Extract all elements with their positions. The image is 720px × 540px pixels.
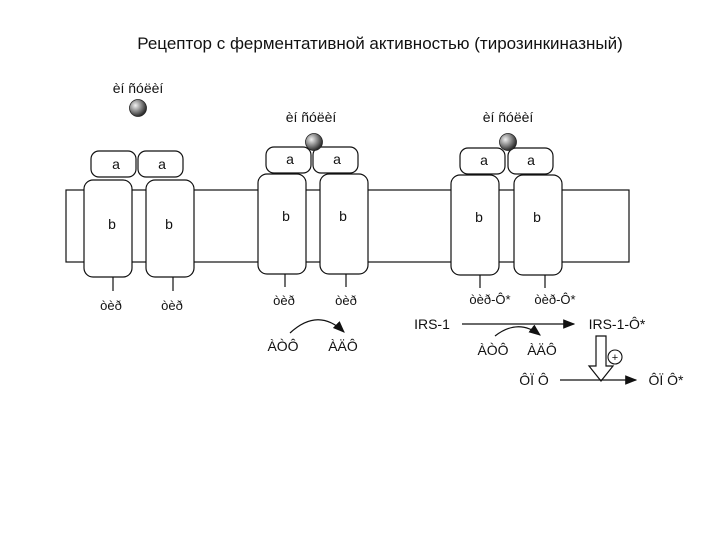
alpha-subunit xyxy=(265,146,312,174)
beta-subunit xyxy=(319,173,369,275)
tyrosine-tail-label: òèð xyxy=(100,298,122,313)
alpha-label: a xyxy=(527,152,535,168)
alpha-subunit xyxy=(137,150,184,178)
phospho-tyrosine-label: òèð-Ô* xyxy=(469,292,510,307)
insulin-ligand xyxy=(305,133,323,151)
tyrosine-tail-label: òèð xyxy=(273,293,295,308)
target-label: ÔÏ Ô xyxy=(519,372,549,388)
beta-label: b xyxy=(339,208,347,224)
atp-label: ÀÒÔ xyxy=(477,342,508,358)
page-title: Рецептор с ферментативной активностью (т… xyxy=(137,34,623,53)
plus-sign: + xyxy=(612,352,618,364)
atp-adp-arrow xyxy=(494,324,541,337)
adp-label: ÀÄÔ xyxy=(328,338,358,354)
positive-regulation-icon xyxy=(607,349,623,365)
tyrosine-tail-label: òèð xyxy=(335,293,357,308)
insulin-ligand xyxy=(129,99,147,117)
atp-label: ÀÒÔ xyxy=(267,338,298,354)
beta-subunit xyxy=(257,173,307,275)
receptor-2: èí ñóëèí a a b b òèð òèð ÀÒÔ ÀÄÔ xyxy=(257,109,369,354)
beta-label: b xyxy=(475,209,483,225)
alpha-label: a xyxy=(158,156,166,172)
insulin-ligand xyxy=(499,133,517,151)
alpha-subunit xyxy=(507,147,554,175)
beta-label: b xyxy=(282,208,290,224)
beta-subunit xyxy=(145,179,195,278)
alpha-subunit xyxy=(459,147,506,175)
ligand-label: èí ñóëèí xyxy=(286,109,337,125)
activation-arrow xyxy=(587,335,615,382)
alpha-subunit xyxy=(90,150,137,178)
irs1-phosphorylated-label: IRS-1-Ô* xyxy=(589,316,646,332)
alpha-label: a xyxy=(480,152,488,168)
target-phosphorylated-label: ÔÏ Ô* xyxy=(648,372,684,388)
receptor-3: èí ñóëèí a a b b òèð-Ô* òèð-Ô* xyxy=(450,109,576,307)
alpha-subunit xyxy=(312,146,359,174)
alpha-label: a xyxy=(333,151,341,167)
receptor-1: èí ñóëèí a a b b òèð òèð xyxy=(83,80,195,313)
ligand-label: èí ñóëèí xyxy=(483,109,534,125)
ligand-label: èí ñóëèí xyxy=(113,80,164,96)
alpha-label: a xyxy=(112,156,120,172)
beta-subunit xyxy=(83,179,133,278)
beta-label: b xyxy=(108,216,116,232)
phosphorylation-arrow xyxy=(289,319,345,334)
tyrosine-tail-label: òèð xyxy=(161,298,183,313)
alpha-label: a xyxy=(286,151,294,167)
adp-label: ÀÄÔ xyxy=(527,342,557,358)
phospho-tyrosine-label: òèð-Ô* xyxy=(534,292,575,307)
signal-cascade: IRS-1 IRS-1-Ô* ÀÒÔ ÀÄÔ + ÔÏ Ô ÔÏ Ô* xyxy=(414,316,684,388)
beta-label: b xyxy=(165,216,173,232)
irs1-label: IRS-1 xyxy=(414,316,450,332)
beta-subunit xyxy=(450,174,500,276)
beta-subunit xyxy=(513,174,563,276)
beta-label: b xyxy=(533,209,541,225)
